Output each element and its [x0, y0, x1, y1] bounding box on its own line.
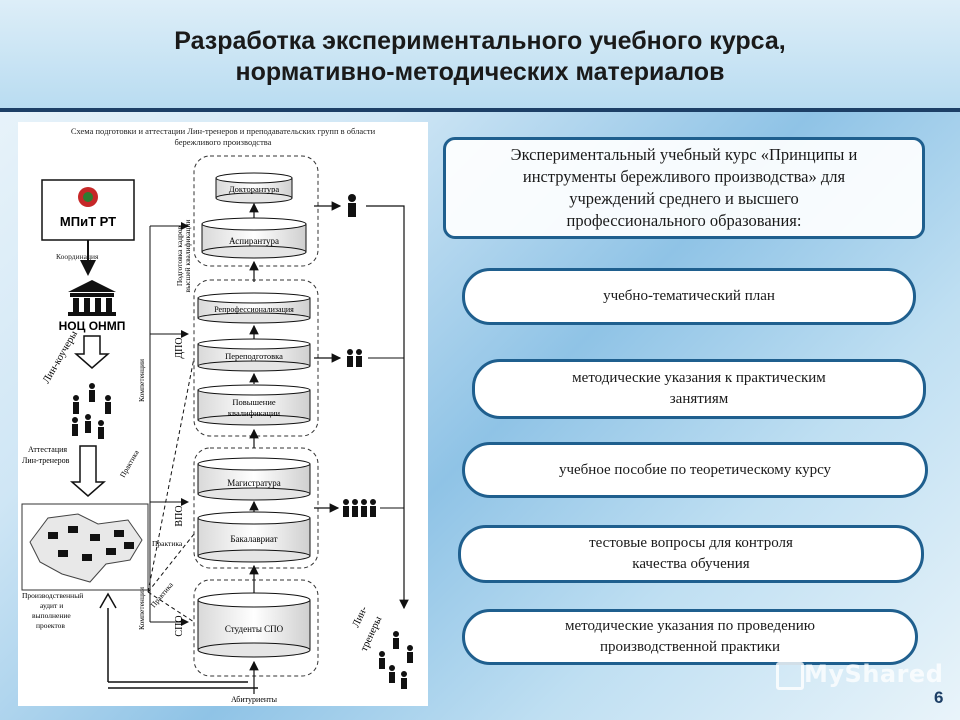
- group-top-line-2: высшей квалификации: [183, 220, 192, 293]
- title-line-2: нормативно-методических материалов: [235, 58, 725, 86]
- noc-label: НОЦ ОНМП: [59, 319, 126, 333]
- course-line-4: профессионального образования:: [566, 211, 802, 230]
- title-line-1: Разработка экспериментального учебного к…: [174, 27, 786, 55]
- training-scheme-diagram: Схема подготовки и аттестации Лин-тренер…: [18, 122, 428, 706]
- slide-title: Разработка экспериментального учебного к…: [0, 26, 960, 88]
- audit-line-2: аудит и: [40, 601, 63, 610]
- material-3-line-1: учебное пособие по теоретическому курсу: [558, 461, 832, 478]
- group-spo-frame: [193, 579, 319, 677]
- mpit-label: МПиТ РТ: [60, 214, 116, 229]
- practice-label-3: Практика: [149, 580, 176, 609]
- material-practice-guidelines: методические указания по проведению прои…: [462, 609, 918, 665]
- scheme-svg: Схема подготовки и аттестации Лин-тренер…: [21, 126, 413, 704]
- level-qual-2: квалификации: [228, 408, 281, 418]
- cyl-qualification: Повышение квалификации: [197, 384, 311, 426]
- lean-coaches-label: Лин-коучеры: [41, 329, 80, 385]
- attest-line-1: Аттестация: [28, 445, 67, 454]
- material-test-questions: тестовые вопросы для контроля качества о…: [458, 525, 924, 583]
- abiturients-label: Абитуриенты: [231, 695, 278, 704]
- people-group-icon: [72, 383, 111, 439]
- cyl-reprof: Репрофессионализация: [197, 292, 311, 324]
- scheme-caption-1: Схема подготовки и аттестации Лин-тренер…: [71, 126, 376, 136]
- course-line-2: инструменты бережливого производства» дл…: [522, 167, 846, 186]
- course-description-box: Экспериментальный учебный курс «Принципы…: [443, 137, 925, 239]
- cyl-spo: Студенты СПО: [197, 592, 311, 658]
- material-5-line-1: методические указания по проведению: [564, 618, 815, 634]
- cyl-magistratura: Магистратура: [197, 457, 311, 501]
- lean-trainers-line-1: Лин-: [351, 604, 370, 629]
- group-spo: СПО: [174, 615, 185, 636]
- audit-line-3: выполнение: [32, 611, 71, 620]
- material-4-line-2: качества обучения: [632, 556, 750, 572]
- cyl-aspirantura: Аспирантура: [201, 217, 307, 259]
- level-magistratura: Магистратура: [227, 478, 281, 488]
- group-vpo: ВПО: [174, 505, 185, 526]
- people-pair-icon: [347, 349, 362, 367]
- competencies-label-2: Компетенции: [137, 587, 146, 630]
- material-curriculum-plan: учебно-тематический план: [462, 268, 916, 325]
- scheme-caption-2: бережливого производства: [175, 137, 272, 147]
- level-retraining: Переподготовка: [225, 351, 283, 361]
- slide-header: [0, 0, 960, 108]
- cyl-bachelor: Бакалавриат: [197, 511, 311, 563]
- trainers-group-icon: [379, 631, 413, 689]
- material-practical-guidelines: методические указания к практическим зан…: [472, 359, 926, 419]
- level-qual-1: Повышение: [232, 397, 276, 407]
- practice-label-1: Практика: [118, 448, 141, 479]
- material-textbook: учебное пособие по теоретическому курсу: [462, 442, 928, 498]
- factory-icons: [48, 526, 134, 561]
- coord-label: Координация: [56, 252, 99, 261]
- attest-line-2: Лин-тренеров: [22, 456, 70, 465]
- slide-number: 6: [934, 688, 944, 707]
- level-spo: Студенты СПО: [225, 624, 284, 634]
- practice-label-2: Практика: [152, 539, 183, 548]
- material-2-line-1: методические указания к практическим: [572, 370, 826, 386]
- audit-line-1: Производственный: [22, 591, 83, 600]
- material-4-line-1: тестовые вопросы для контроля: [589, 535, 793, 551]
- header-divider: [0, 108, 960, 112]
- material-2-line-2: занятиям: [669, 391, 729, 407]
- group-dpo: ДПО: [174, 337, 185, 358]
- course-line-1: Экспериментальный учебный курс «Принципы…: [510, 145, 858, 164]
- competencies-label-1: Компетенции: [137, 359, 146, 402]
- level-bachelor: Бакалавриат: [230, 534, 277, 544]
- person-icon-large: [348, 194, 356, 217]
- watermark: MyShared: [804, 660, 944, 688]
- watermark-icon: [776, 662, 804, 690]
- cyl-retraining: Переподготовка: [197, 338, 311, 372]
- audit-line-4: проектов: [36, 621, 65, 630]
- people-row-icon: [343, 499, 376, 517]
- cyl-doctorate: Докторантура: [215, 172, 293, 204]
- level-reprof: Репрофессионализация: [214, 305, 294, 314]
- material-1-line-1: учебно-тематический план: [603, 288, 775, 304]
- building-icon: [68, 280, 116, 316]
- level-aspirantura: Аспирантура: [229, 236, 279, 246]
- material-5-line-2: производственной практики: [599, 639, 780, 655]
- level-doctorate: Докторантура: [229, 184, 280, 194]
- course-line-3: учреждений среднего и высшего: [569, 189, 799, 208]
- group-top-frame: [193, 155, 319, 267]
- group-top-line-1: Подготовка кадров: [175, 225, 184, 286]
